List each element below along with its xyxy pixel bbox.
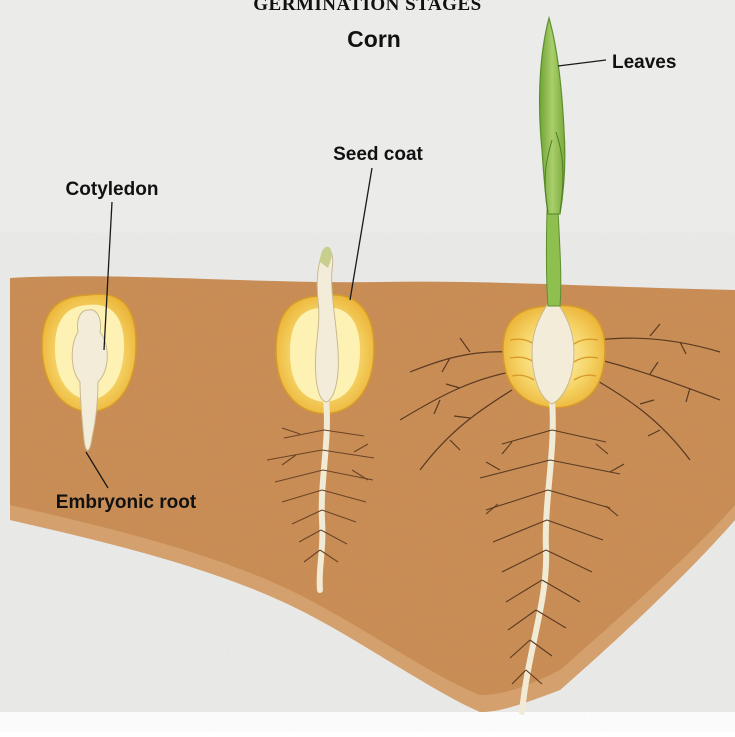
- label-embryonic-root: Embryonic root: [56, 492, 197, 513]
- seed-3-stem: [546, 210, 560, 306]
- page-title: GERMINATION STAGES: [0, 0, 735, 16]
- label-seed-coat: Seed coat: [333, 144, 423, 165]
- diagram-title: Corn: [347, 26, 401, 52]
- label-leaves: Leaves: [612, 52, 676, 73]
- label-cotyledon: Cotyledon: [66, 179, 159, 200]
- white-margin-bottom: [0, 712, 735, 732]
